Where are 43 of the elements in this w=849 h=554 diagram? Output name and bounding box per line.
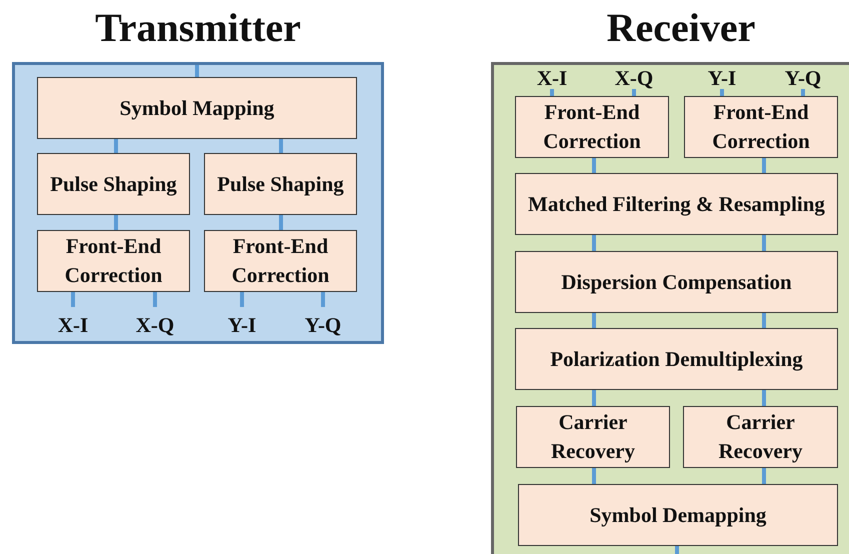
connector-line xyxy=(153,291,157,307)
process-box: Front-End Correction xyxy=(684,96,838,158)
process-box: Dispersion Compensation xyxy=(515,251,838,313)
signal-label: X-I xyxy=(55,314,91,336)
connector-line xyxy=(592,389,596,407)
connector-line xyxy=(762,234,766,252)
connector-line xyxy=(592,234,596,252)
connector-line xyxy=(114,138,118,154)
process-box: Front-End Correction xyxy=(204,230,357,292)
connector-line xyxy=(762,312,766,329)
connector-line xyxy=(592,467,596,485)
process-box: Carrier Recovery xyxy=(683,406,838,468)
signal-label: X-Q xyxy=(135,314,175,336)
process-box: Front-End Correction xyxy=(37,230,190,292)
signal-label: X-I xyxy=(534,67,570,89)
process-box: Front-End Correction xyxy=(515,96,669,158)
connector-line xyxy=(71,291,75,307)
process-box: Symbol Mapping xyxy=(37,77,357,139)
connector-line xyxy=(762,467,766,485)
connector-line xyxy=(114,214,118,231)
connector-line xyxy=(592,157,596,174)
signal-label: Y-I xyxy=(224,314,260,336)
connector-line xyxy=(279,214,283,231)
connector-line xyxy=(762,157,766,174)
signal-label: X-Q xyxy=(614,67,654,89)
process-box: Pulse Shaping xyxy=(204,153,357,215)
process-box: Symbol Demapping xyxy=(518,484,838,546)
connector-line xyxy=(592,312,596,329)
panel-heading: Receiver xyxy=(606,5,756,51)
connector-line xyxy=(195,65,199,78)
signal-label: Y-Q xyxy=(303,314,343,336)
connector-line xyxy=(675,545,679,554)
connector-line xyxy=(321,291,325,307)
connector-line xyxy=(762,389,766,407)
signal-label: Y-I xyxy=(704,67,740,89)
process-box: Polarization Demultiplexing xyxy=(515,328,838,390)
process-box: Carrier Recovery xyxy=(516,406,670,468)
connector-line xyxy=(240,291,244,307)
panel-heading: Transmitter xyxy=(94,5,302,51)
process-box: Matched Filtering & Resampling xyxy=(515,173,838,235)
signal-label: Y-Q xyxy=(783,67,823,89)
process-box: Pulse Shaping xyxy=(37,153,190,215)
connector-line xyxy=(279,138,283,154)
